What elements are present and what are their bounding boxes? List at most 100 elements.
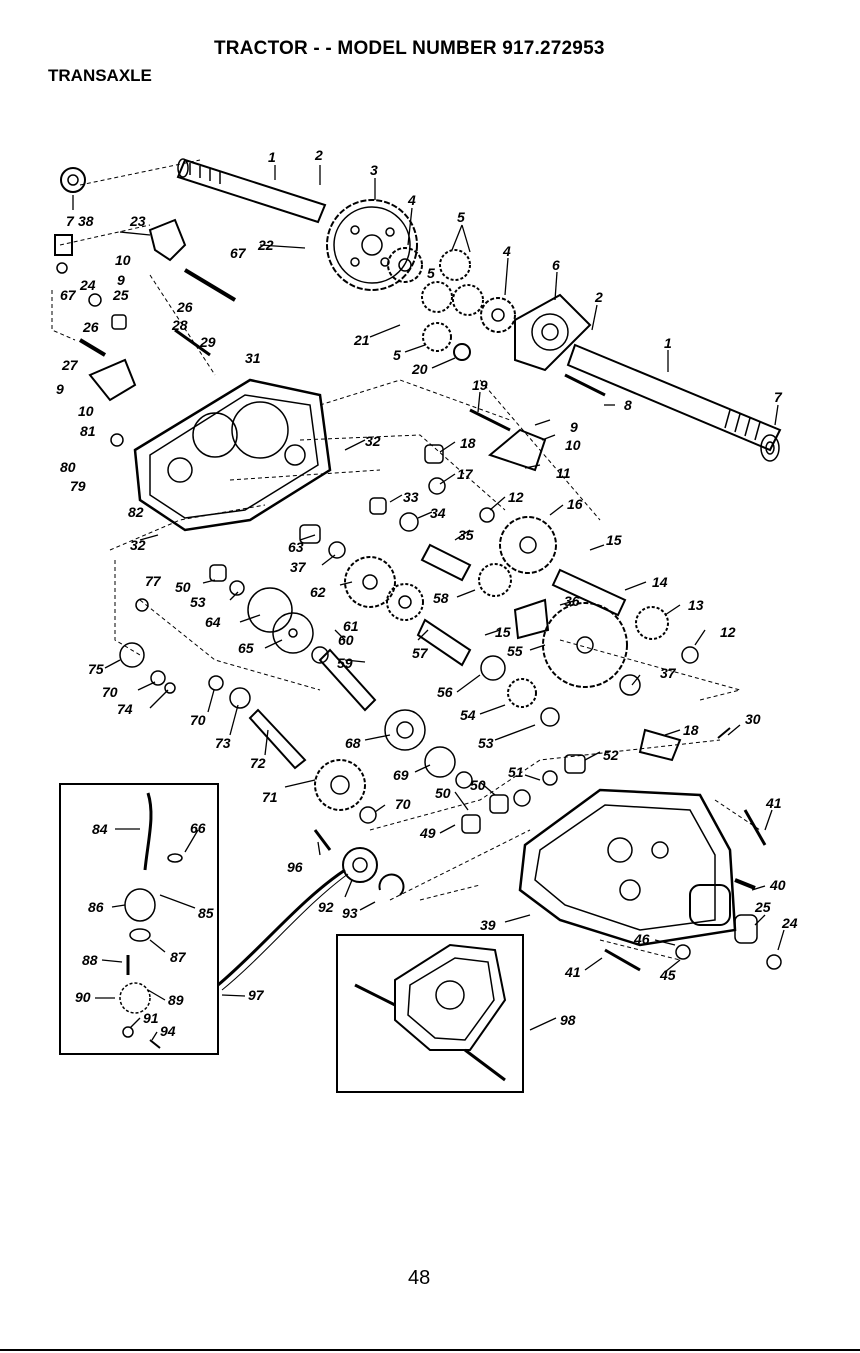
callout-54: 54 xyxy=(460,707,476,723)
callout-18-b: 18 xyxy=(683,722,699,738)
callout-32-a: 32 xyxy=(365,433,381,449)
callout-24-a: 24 xyxy=(79,277,96,293)
callout-2-a: 2 xyxy=(314,147,323,163)
callout-36: 36 xyxy=(564,593,580,609)
callout-89: 89 xyxy=(168,992,184,1008)
callout-88: 88 xyxy=(82,952,98,968)
section-title: TRANSAXLE xyxy=(48,66,152,85)
callout-53-a: 53 xyxy=(190,594,206,610)
callout-18-a: 18 xyxy=(460,435,476,451)
large-spur-gear xyxy=(326,199,418,291)
transaxle-case-left xyxy=(133,378,332,532)
bracket-part xyxy=(60,167,86,193)
callout-57: 57 xyxy=(412,645,429,661)
callout-8: 8 xyxy=(624,397,632,413)
page-number: 48 xyxy=(408,1267,431,1289)
callout-5-c: 5 xyxy=(393,347,401,363)
callout-number-layer: 1 2 3 4 5 4 6 2 1 7 38 7 23 10 9 67 24 2… xyxy=(56,147,798,1039)
callout-65: 65 xyxy=(238,640,254,656)
callout-74: 74 xyxy=(117,701,133,717)
callout-60: 60 xyxy=(338,632,354,648)
callout-93: 93 xyxy=(342,905,358,921)
callout-66: 66 xyxy=(190,820,206,836)
callout-2-b: 2 xyxy=(594,289,603,305)
shaft-pin-8 xyxy=(564,373,606,397)
callout-77: 77 xyxy=(145,573,162,589)
callout-90: 90 xyxy=(75,989,91,1005)
callout-15-b: 15 xyxy=(495,624,511,640)
callout-82: 82 xyxy=(128,504,144,520)
callout-12-b: 12 xyxy=(720,624,736,640)
callout-40: 40 xyxy=(769,877,786,893)
callout-39: 39 xyxy=(480,917,496,933)
callout-1-a: 1 xyxy=(268,149,276,165)
shift-fork xyxy=(54,218,237,302)
callout-61: 61 xyxy=(343,618,359,634)
callout-94: 94 xyxy=(160,1023,176,1039)
callout-12-a: 12 xyxy=(508,489,524,505)
callout-11: 11 xyxy=(556,465,571,481)
control-cable xyxy=(217,868,346,987)
callout-9-a: 9 xyxy=(117,272,125,288)
callout-70-a: 70 xyxy=(102,684,118,700)
axle-shaft xyxy=(566,343,782,462)
callout-96: 96 xyxy=(287,859,303,875)
callout-80: 80 xyxy=(60,459,76,475)
assembly-guide-lines xyxy=(51,159,761,961)
callout-71: 71 xyxy=(262,789,278,805)
callout-79: 79 xyxy=(70,478,86,494)
input-shaft xyxy=(176,158,327,224)
callout-69: 69 xyxy=(393,767,409,783)
callout-10-a: 10 xyxy=(115,252,131,268)
callout-35: 35 xyxy=(458,527,474,543)
callout-52: 52 xyxy=(603,747,619,763)
callout-16: 16 xyxy=(567,496,583,512)
callout-7-b: 7 xyxy=(66,213,75,229)
rod-19 xyxy=(469,408,511,432)
callout-4-a: 4 xyxy=(407,192,416,208)
bolt-41 xyxy=(604,948,641,972)
callout-22: 22 xyxy=(257,237,274,253)
callout-55: 55 xyxy=(507,643,523,659)
callout-92: 92 xyxy=(318,899,334,915)
callout-41-b: 41 xyxy=(564,964,581,980)
callout-59: 59 xyxy=(337,655,353,671)
callout-97: 97 xyxy=(248,987,265,1003)
callout-10-c: 10 xyxy=(565,437,581,453)
callout-leaders xyxy=(72,165,785,1041)
bevel-gear-cluster xyxy=(421,249,516,361)
callout-56: 56 xyxy=(437,684,453,700)
callout-45: 45 xyxy=(659,967,676,983)
callout-27: 27 xyxy=(61,357,79,373)
inset-box-shift-lever xyxy=(59,783,219,1055)
callout-26-b: 26 xyxy=(82,319,99,335)
callout-15-a: 15 xyxy=(606,532,622,548)
callout-46: 46 xyxy=(633,931,650,947)
inset-box-assembled-transaxle xyxy=(336,934,524,1093)
callout-50-c: 50 xyxy=(435,785,451,801)
callout-13: 13 xyxy=(688,597,704,613)
callout-51: 51 xyxy=(508,764,524,780)
callout-86: 86 xyxy=(88,899,104,915)
callout-21: 21 xyxy=(353,332,370,348)
callout-25-b: 25 xyxy=(754,899,771,915)
page-title: TRACTOR - - MODEL NUMBER 917.272953 xyxy=(214,38,605,59)
callout-10-b: 10 xyxy=(78,403,94,419)
callout-29: 29 xyxy=(199,334,216,350)
callout-50-b: 50 xyxy=(470,777,486,793)
callout-5-a: 5 xyxy=(457,209,465,225)
callout-49: 49 xyxy=(419,825,436,841)
callout-62: 62 xyxy=(310,584,326,600)
callout-75: 75 xyxy=(88,661,104,677)
callout-37-b: 37 xyxy=(660,665,677,681)
callout-31: 31 xyxy=(245,350,261,366)
callout-25-a: 25 xyxy=(112,287,129,303)
callout-23: 23 xyxy=(129,213,146,229)
callout-5-b: 5 xyxy=(427,265,435,281)
callout-28: 28 xyxy=(171,317,188,333)
callout-41-a: 41 xyxy=(765,795,782,811)
callout-34: 34 xyxy=(430,505,446,521)
callout-3: 3 xyxy=(370,162,378,178)
callout-67-b: 67 xyxy=(60,287,77,303)
